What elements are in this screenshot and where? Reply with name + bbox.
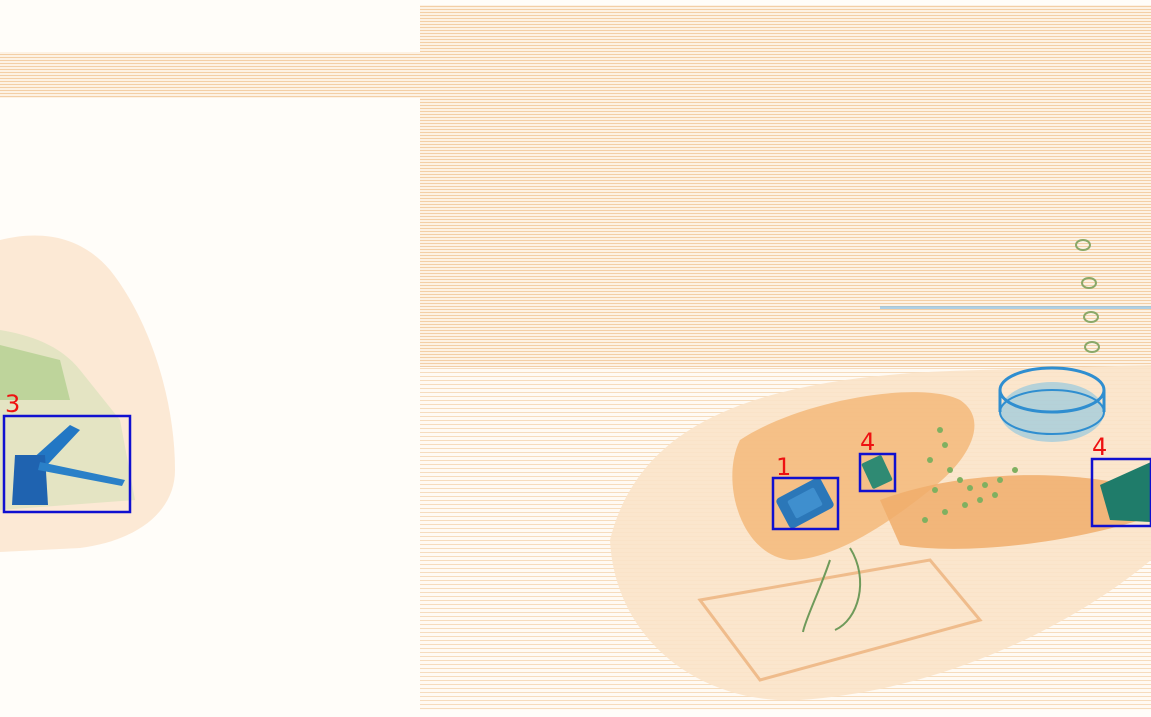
- detection-box-4-right: [1090, 457, 1151, 528]
- detection-box-3: [2, 414, 132, 514]
- left-scan-panel: [0, 52, 420, 553]
- detection-boxes: [2, 414, 1151, 531]
- detection-label-4-center: 4: [860, 428, 876, 456]
- left-green-item: [0, 345, 70, 400]
- detected-device-4-right: [1100, 462, 1151, 522]
- detection-box-1: [771, 476, 840, 531]
- cable-wire: [802, 547, 862, 633]
- detection-label-1: 1: [776, 453, 792, 481]
- detected-device-1: [776, 477, 834, 529]
- detected-device-4-center: [861, 455, 893, 489]
- detection-box-4-center: [858, 452, 897, 493]
- organic-item-lower: [880, 475, 1140, 549]
- detection-label-4-right: 4: [1092, 433, 1108, 461]
- detection-label-3: 3: [5, 390, 21, 418]
- clip-items: [1075, 239, 1100, 353]
- bag-frame: [697, 558, 983, 682]
- right-belt-upper: [420, 5, 1151, 367]
- small-items-cluster: [922, 427, 1018, 523]
- left-top-belt-band: [0, 52, 420, 98]
- left-detected-object: [12, 425, 125, 505]
- round-container: [998, 366, 1106, 442]
- right-scan-panel: [420, 5, 1151, 710]
- belt-blue-line: [880, 306, 1151, 309]
